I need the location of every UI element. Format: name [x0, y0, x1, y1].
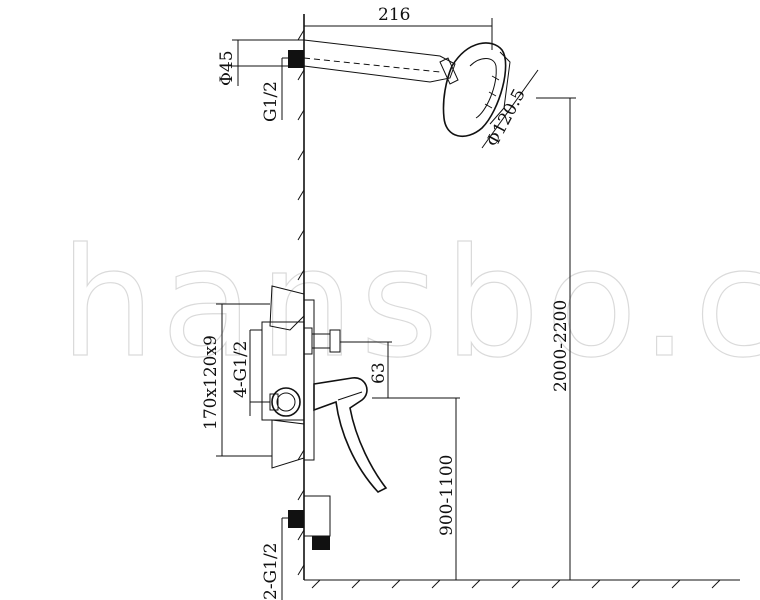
svg-text:4-G1/2: 4-G1/2 — [231, 341, 251, 399]
svg-text:G1/2: G1/2 — [261, 81, 281, 122]
dim-valve-height: 900-1100 — [437, 398, 457, 580]
watermark: hansbo.cn — [60, 217, 760, 391]
mixer-handle — [313, 377, 388, 493]
dim-spout-offset: 63 — [340, 341, 460, 399]
svg-text:170x120x9: 170x120x9 — [201, 335, 221, 430]
shower-arm — [288, 39, 459, 85]
svg-text:2000-2200: 2000-2200 — [551, 300, 571, 392]
valve-box — [250, 285, 341, 469]
svg-text:216: 216 — [378, 5, 410, 25]
shower-head — [442, 42, 511, 138]
dim-arm-length: 216 — [304, 5, 493, 50]
svg-text:63: 63 — [369, 362, 389, 384]
dim-shower-height: 2000-2200 — [536, 97, 576, 580]
dim-head-diameter: Φ120.5 — [481, 69, 539, 150]
bottom-outlet — [288, 495, 331, 550]
svg-text:Φ45: Φ45 — [217, 50, 237, 86]
svg-text:900-1100: 900-1100 — [437, 455, 457, 536]
dim-bottom-outlet: 2-G1/2 — [261, 517, 290, 600]
svg-text:2-G1/2: 2-G1/2 — [261, 543, 281, 600]
dim-box-size: 170x120x9 — [201, 303, 272, 457]
dim-inlet-thread: G1/2 — [261, 57, 304, 122]
dim-arm-diameter: Φ45 — [217, 39, 304, 86]
dim-box-threads: 4-G1/2 — [231, 329, 262, 416]
